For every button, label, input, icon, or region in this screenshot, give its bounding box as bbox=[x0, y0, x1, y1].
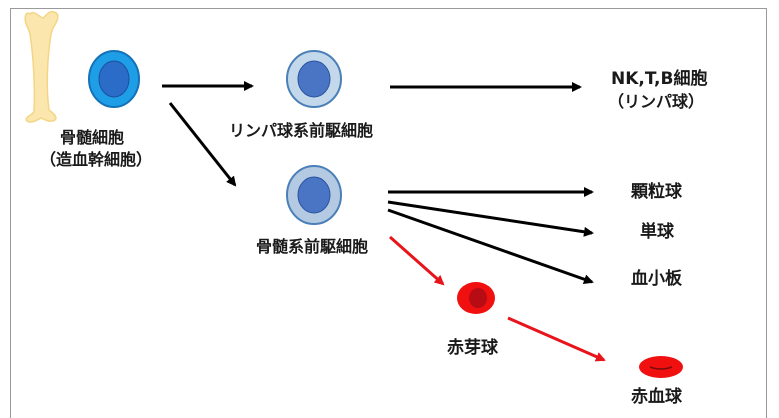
erythroblast-icon bbox=[457, 282, 495, 314]
label-granulocyte: 顆粒球 bbox=[631, 182, 682, 202]
red-arrows bbox=[389, 235, 606, 362]
bone-icon bbox=[24, 10, 59, 123]
lymphoid-progenitor-icon bbox=[286, 50, 342, 108]
black-arrows bbox=[162, 81, 594, 285]
label-nk-t-b-cells: NK,T,B細胞 bbox=[611, 69, 708, 89]
arrow-myeloid-to-platelet bbox=[387, 208, 594, 285]
label-monocyte: 単球 bbox=[640, 222, 674, 242]
label-myeloid-progenitor: 骨髄系前駆細胞 bbox=[256, 237, 369, 256]
label-platelet: 血小板 bbox=[631, 269, 682, 289]
arrow-erythroblast-to-erythrocyte bbox=[507, 316, 606, 362]
label-lymphocyte: （リンパ球） bbox=[608, 92, 705, 111]
label-hematopoietic-stem-cell: （造血幹細胞） bbox=[40, 150, 153, 169]
label-lymphoid-progenitor: リンパ球系前駆細胞 bbox=[229, 121, 374, 140]
arrow-myeloid-to-erythroblast bbox=[389, 235, 445, 286]
label-bone-marrow-cell: 骨髄細胞 bbox=[60, 128, 125, 147]
stem-cell-icon bbox=[88, 50, 140, 108]
arrow-stem-to-myeloid bbox=[168, 102, 237, 187]
red-blood-cell-icon bbox=[639, 356, 683, 378]
arrow-myeloid-to-monocyte bbox=[387, 200, 594, 237]
myeloid-progenitor-icon bbox=[286, 165, 342, 225]
label-erythrocyte: 赤血球 bbox=[631, 387, 682, 407]
label-erythroblast: 赤芽球 bbox=[447, 338, 498, 358]
